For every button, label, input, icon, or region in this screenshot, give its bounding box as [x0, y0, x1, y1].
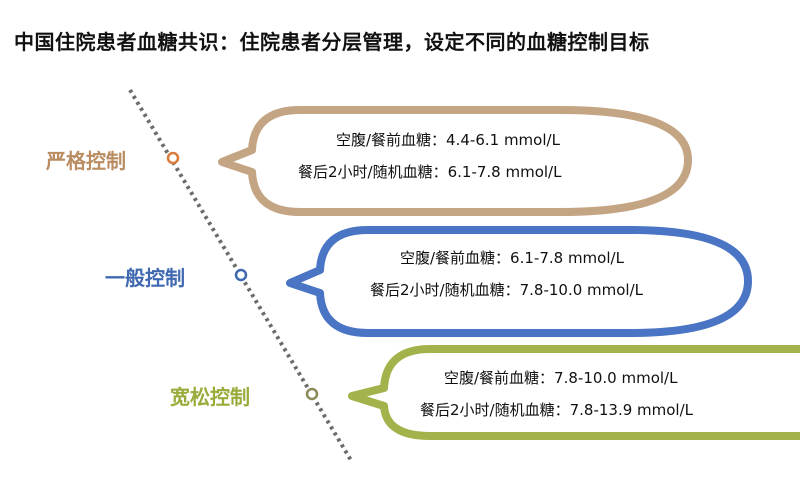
level-2-postprandial-text: 餐后2小时/随机血糖：7.8-10.0 mmol/L: [370, 281, 644, 299]
dotted-diagonal-line: [128, 88, 354, 464]
level-3-marker: [305, 387, 319, 401]
level-3-bubble: [348, 345, 800, 440]
level-2-bubble: [286, 226, 752, 337]
level-1-label: 严格控制: [46, 149, 126, 173]
level-2-fasting-text: 空腹/餐前血糖：6.1-7.8 mmol/L: [400, 249, 624, 267]
level-3-fasting-text: 空腹/餐前血糖：7.8-10.0 mmol/L: [444, 369, 678, 387]
level-2-label: 一般控制: [105, 266, 185, 290]
level-3-postprandial-text: 餐后2小时/随机血糖：7.8-13.9 mmol/L: [420, 401, 694, 419]
level-1-bubble: [218, 106, 692, 216]
level-1-postprandial-text: 餐后2小时/随机血糖：6.1-7.8 mmol/L: [298, 163, 562, 181]
level-1-fasting-text: 空腹/餐前血糖：4.4-6.1 mmol/L: [336, 131, 560, 149]
page-title: 中国住院患者血糖共识：住院患者分层管理，设定不同的血糖控制目标: [14, 30, 650, 54]
level-1-marker: [166, 151, 180, 165]
level-2-marker: [234, 268, 248, 282]
level-3-label: 宽松控制: [170, 385, 250, 409]
